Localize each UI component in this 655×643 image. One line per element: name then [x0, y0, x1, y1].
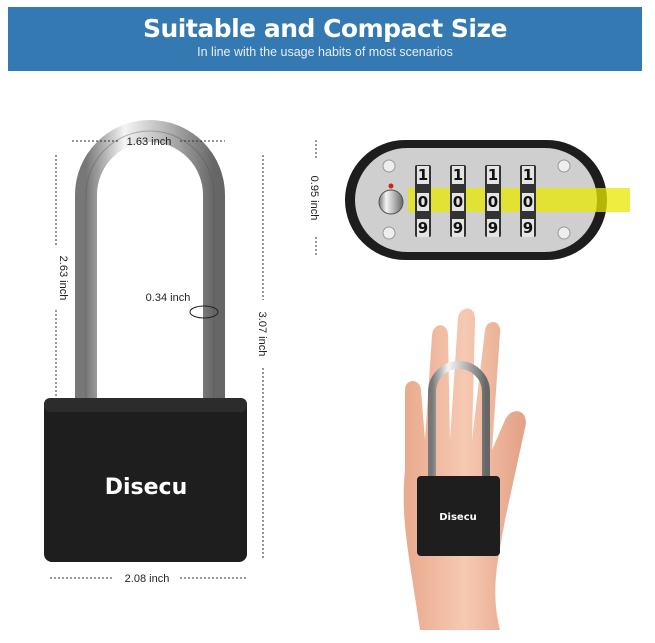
highlight-stripe	[408, 188, 630, 212]
padlock-large: Disecu	[44, 120, 247, 562]
hand-with-lock: Disecu	[403, 308, 526, 630]
dial-digit: 0	[523, 193, 533, 211]
dial-digit: 1	[523, 166, 533, 184]
dial-digit: 1	[488, 166, 498, 184]
label-body-width: 2.08 inch	[125, 573, 170, 585]
shackle	[75, 120, 225, 400]
lock-body	[44, 398, 247, 562]
brand-logo-small: Disecu	[439, 512, 477, 523]
label-shackle-width: 1.63 inch	[127, 136, 172, 148]
brand-logo: Disecu	[105, 475, 188, 500]
dial-digit: 9	[418, 219, 428, 237]
dial-digit: 9	[523, 219, 533, 237]
label-dial-height: 0.95 inch	[308, 176, 320, 221]
dial-digit: 9	[453, 219, 463, 237]
dial-closeup: 1 0 9 1 0 9 1 0 9 1 0 9	[345, 140, 630, 260]
header-banner: Suitable and Compact Size In line with t…	[8, 7, 642, 71]
dimension-lines	[50, 140, 317, 579]
dial-digit: 0	[418, 193, 428, 211]
label-total-height: 3.07 inch	[256, 312, 268, 357]
dial-digit: 1	[453, 166, 463, 184]
dial-digit: 9	[488, 219, 498, 237]
dial-digit: 1	[418, 166, 428, 184]
banner-title: Suitable and Compact Size	[143, 14, 507, 43]
label-shackle-height: 2.63 inch	[57, 256, 69, 301]
banner-subtitle: In line with the usage habits of most sc…	[197, 45, 453, 59]
label-shackle-diameter: 0.34 inch	[146, 292, 191, 304]
dial-digit: 0	[453, 193, 463, 211]
dial-digit: 0	[488, 193, 498, 211]
